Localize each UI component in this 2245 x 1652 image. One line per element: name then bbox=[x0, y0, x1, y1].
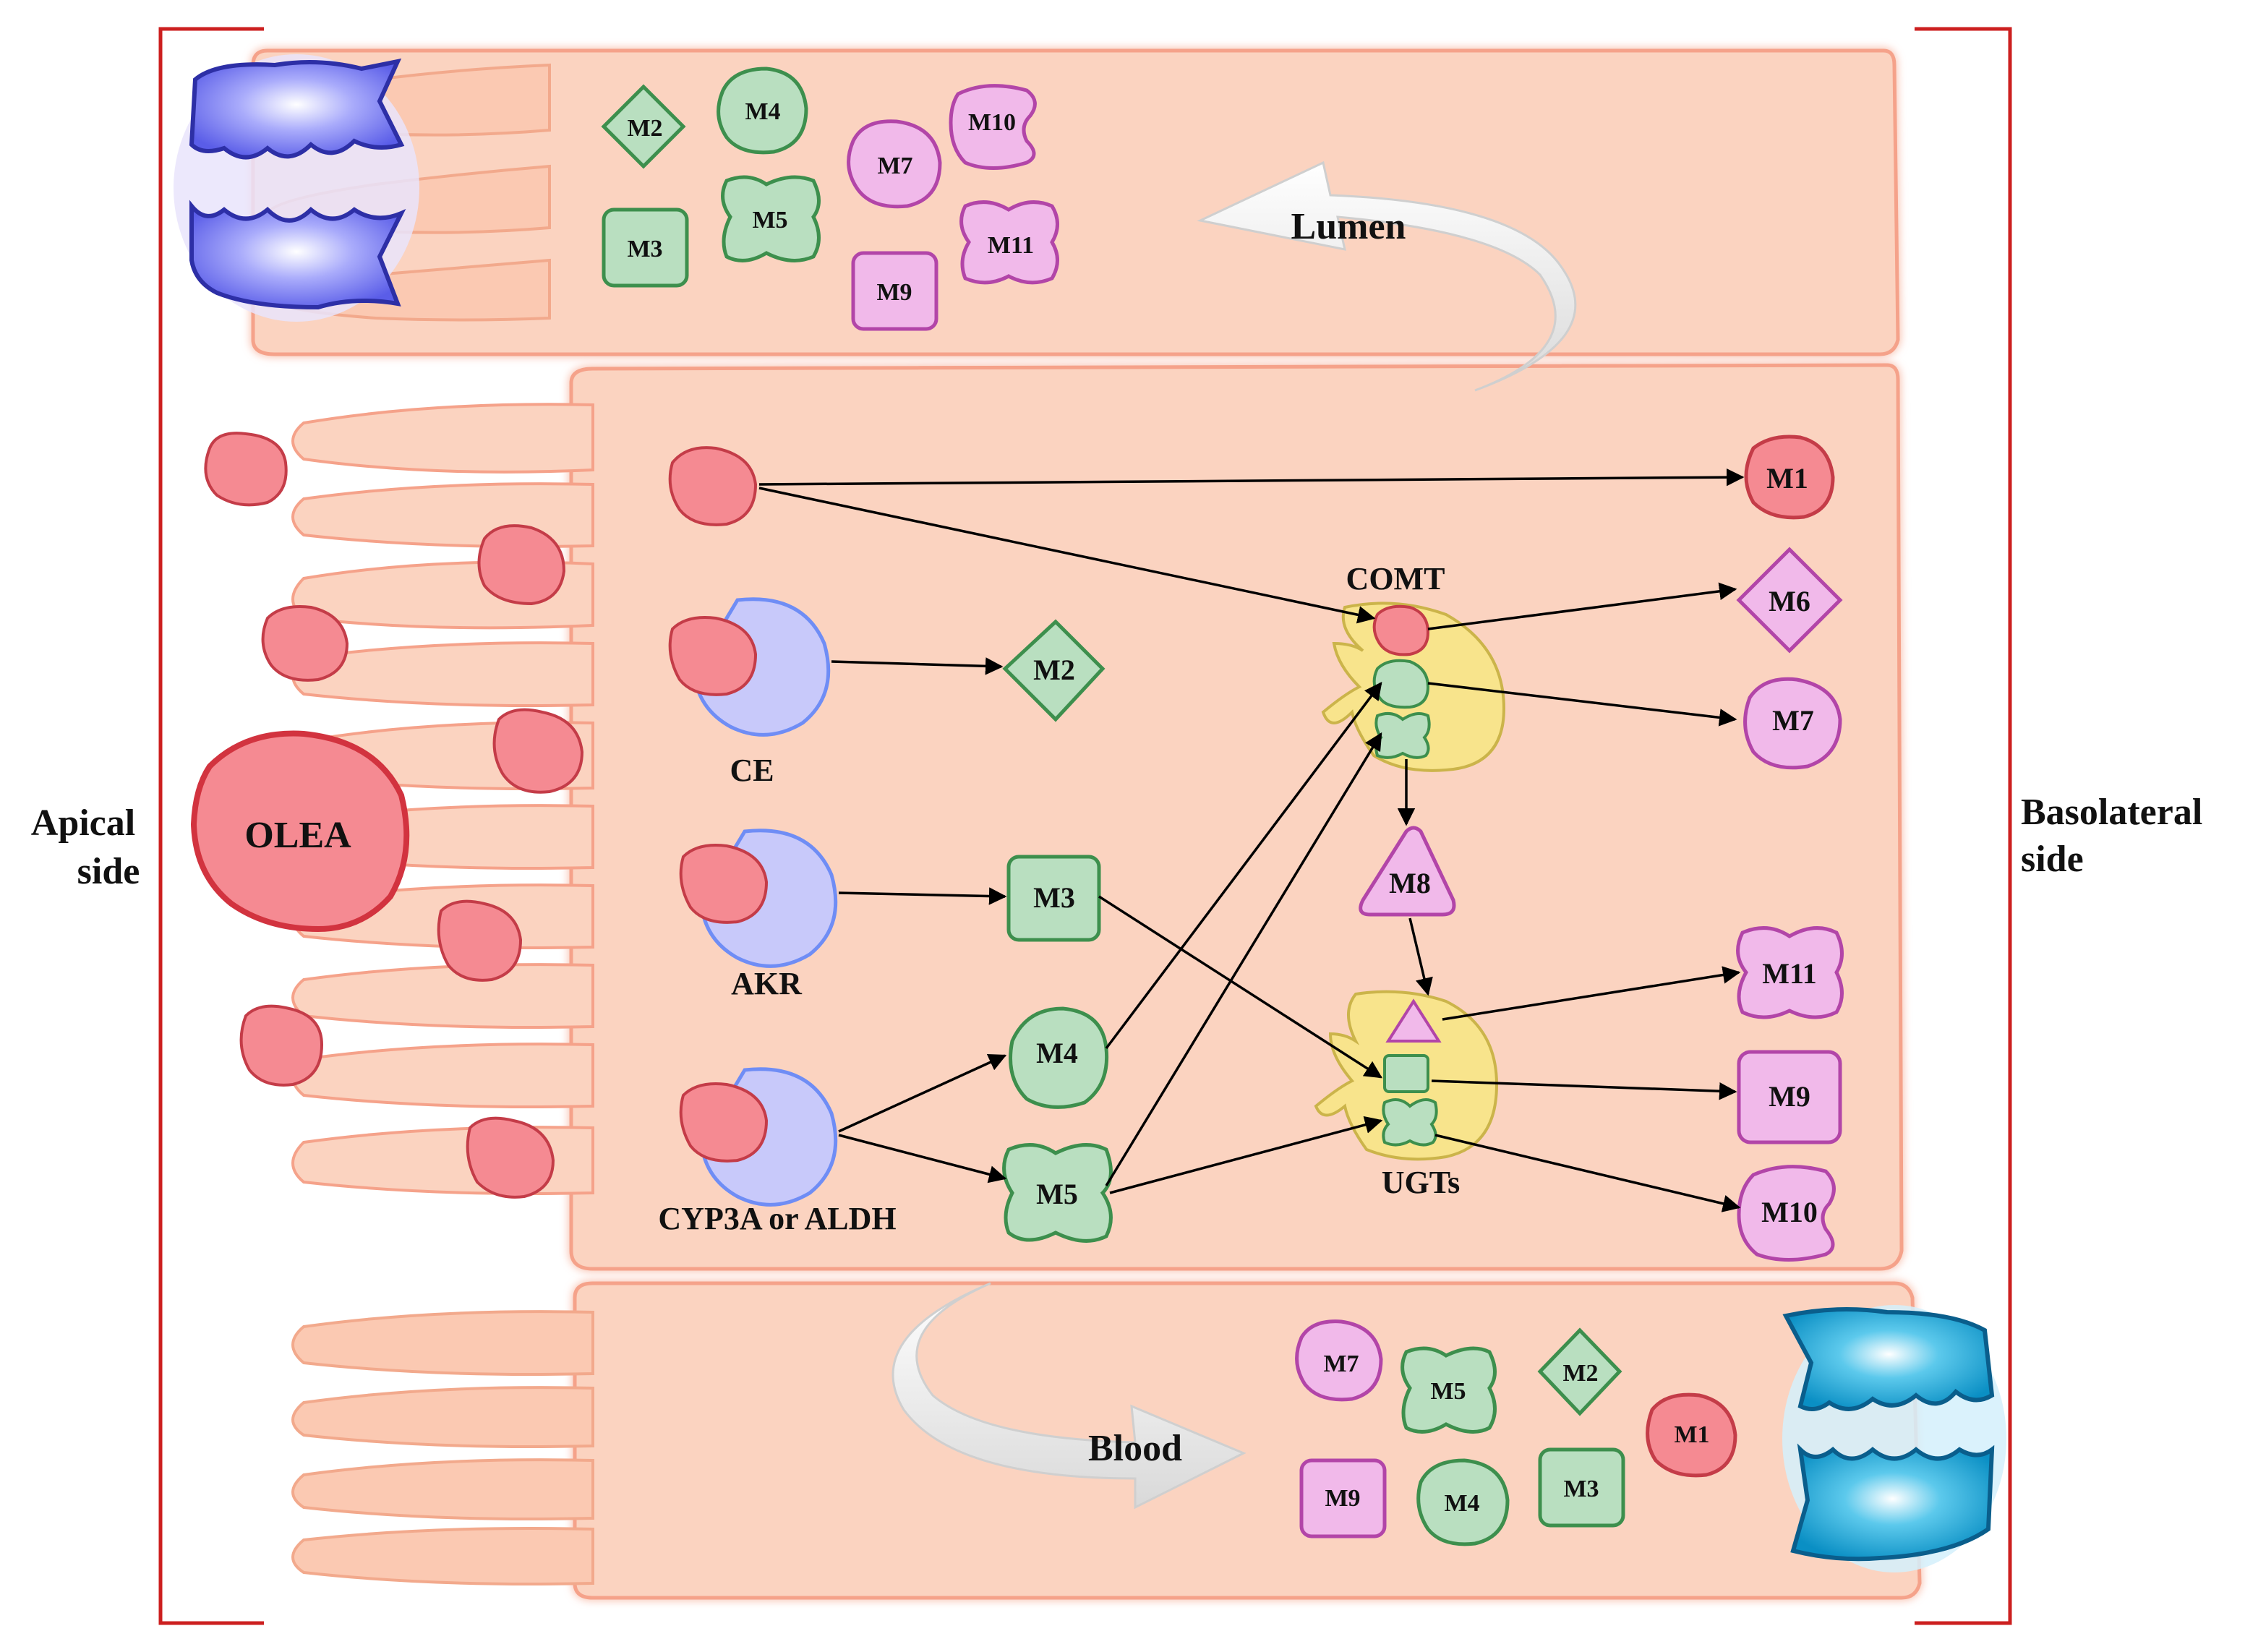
bottom-metabolite-m3: M3 bbox=[1538, 1447, 1625, 1528]
svg-text:M5: M5 bbox=[752, 207, 787, 234]
akr-enzyme bbox=[679, 829, 838, 968]
svg-text:M5: M5 bbox=[1036, 1178, 1078, 1210]
olea-molecule bbox=[190, 730, 410, 933]
metabolite-m6-right: M6 bbox=[1736, 547, 1843, 654]
cyp-label: CYP3A or ALDH bbox=[658, 1201, 896, 1236]
basolateral-bracket bbox=[1915, 27, 2012, 1625]
cyp3a-aldh-enzyme bbox=[679, 1067, 838, 1207]
apical-side-label-line2: side bbox=[77, 851, 140, 892]
metabolite-m3-middle: M3 bbox=[1006, 855, 1101, 942]
ugts-enzyme bbox=[1314, 990, 1499, 1161]
apical-side-label-line1: Apical bbox=[31, 803, 135, 844]
top-metabolite-m9: M9 bbox=[851, 251, 938, 331]
svg-text:M7: M7 bbox=[1323, 1351, 1359, 1377]
ce-enzyme bbox=[668, 597, 831, 737]
svg-text:M10: M10 bbox=[1761, 1196, 1818, 1228]
apical-bracket bbox=[158, 27, 264, 1625]
metabolite-m2-middle: M2 bbox=[1002, 619, 1106, 722]
metabolite-m8: M8 bbox=[1359, 826, 1456, 917]
metabolite-m11-right: M11 bbox=[1736, 926, 1844, 1019]
metabolite-m9-right: M9 bbox=[1737, 1050, 1842, 1144]
bottom-metabolite-m1: M1 bbox=[1646, 1392, 1737, 1478]
svg-text:M2: M2 bbox=[1562, 1360, 1598, 1387]
svg-text:M2: M2 bbox=[627, 115, 662, 142]
bottom-cell-microvilli bbox=[291, 1310, 594, 1585]
bottom-metabolite-m9: M9 bbox=[1299, 1458, 1387, 1538]
svg-text:M3: M3 bbox=[1563, 1476, 1599, 1502]
metabolite-m1-right: M1 bbox=[1744, 435, 1835, 520]
svg-text:M2: M2 bbox=[1033, 654, 1075, 686]
svg-text:M1: M1 bbox=[1674, 1421, 1709, 1448]
svg-text:M8: M8 bbox=[1389, 867, 1431, 899]
ugts-label: UGTs bbox=[1382, 1165, 1460, 1200]
top-metabolite-m7: M7 bbox=[847, 119, 942, 209]
svg-text:M9: M9 bbox=[1769, 1080, 1810, 1113]
olea-apical-molecules bbox=[204, 432, 584, 1199]
lumen-curved-arrow-icon bbox=[1197, 161, 1577, 392]
akr-label: AKR bbox=[731, 966, 803, 1001]
svg-text:M9: M9 bbox=[876, 279, 912, 306]
svg-text:M4: M4 bbox=[745, 98, 780, 125]
top-metabolite-m4: M4 bbox=[717, 67, 808, 155]
basolateral-side-label-line1: Basolateral bbox=[2021, 792, 2202, 833]
svg-text:M4: M4 bbox=[1444, 1490, 1479, 1517]
svg-text:M1: M1 bbox=[1766, 462, 1808, 495]
top-metabolite-m3: M3 bbox=[602, 207, 689, 288]
lumen-label: Lumen bbox=[1291, 206, 1406, 247]
blood-label: Blood bbox=[1088, 1428, 1182, 1469]
svg-text:M7: M7 bbox=[877, 153, 912, 179]
svg-text:M11: M11 bbox=[988, 232, 1034, 259]
basolateral-efflux-transporter-icon bbox=[1782, 1305, 2006, 1572]
top-metabolite-m10: M10 bbox=[949, 84, 1037, 170]
apical-efflux-transporter-icon bbox=[174, 54, 419, 322]
top-metabolite-m5: M5 bbox=[721, 175, 821, 262]
top-metabolite-m2: M2 bbox=[601, 84, 686, 169]
metabolite-m4-middle: M4 bbox=[1009, 1006, 1109, 1109]
metabolite-m10-right: M10 bbox=[1737, 1165, 1836, 1262]
bottom-metabolite-m2: M2 bbox=[1537, 1327, 1622, 1416]
svg-text:M3: M3 bbox=[627, 236, 662, 262]
comt-label: COMT bbox=[1346, 561, 1445, 596]
blood-curved-arrow-icon bbox=[891, 1282, 1246, 1510]
bottom-metabolite-m5: M5 bbox=[1401, 1346, 1497, 1434]
pathway-arrows bbox=[758, 468, 1745, 1212]
metabolite-m5-middle: M5 bbox=[1002, 1143, 1113, 1243]
svg-text:M4: M4 bbox=[1036, 1037, 1078, 1069]
ce-label: CE bbox=[730, 753, 774, 788]
svg-text:M7: M7 bbox=[1772, 704, 1814, 737]
svg-text:M6: M6 bbox=[1769, 585, 1810, 617]
top-metabolite-m11: M11 bbox=[959, 200, 1059, 285]
svg-text:M9: M9 bbox=[1325, 1485, 1360, 1512]
metabolite-m7-right: M7 bbox=[1743, 677, 1842, 770]
basolateral-side-label-line2: side bbox=[2021, 839, 2084, 880]
svg-text:M10: M10 bbox=[968, 109, 1016, 136]
olea-label: OLEA bbox=[244, 815, 351, 856]
bottom-metabolite-m7: M7 bbox=[1295, 1319, 1383, 1402]
olea-intracellular bbox=[668, 446, 758, 526]
middle-cell bbox=[569, 363, 1904, 1271]
bottom-metabolite-m4: M4 bbox=[1416, 1458, 1510, 1546]
svg-text:M3: M3 bbox=[1033, 881, 1075, 914]
svg-text:M11: M11 bbox=[1762, 957, 1817, 990]
svg-text:M5: M5 bbox=[1430, 1378, 1466, 1405]
